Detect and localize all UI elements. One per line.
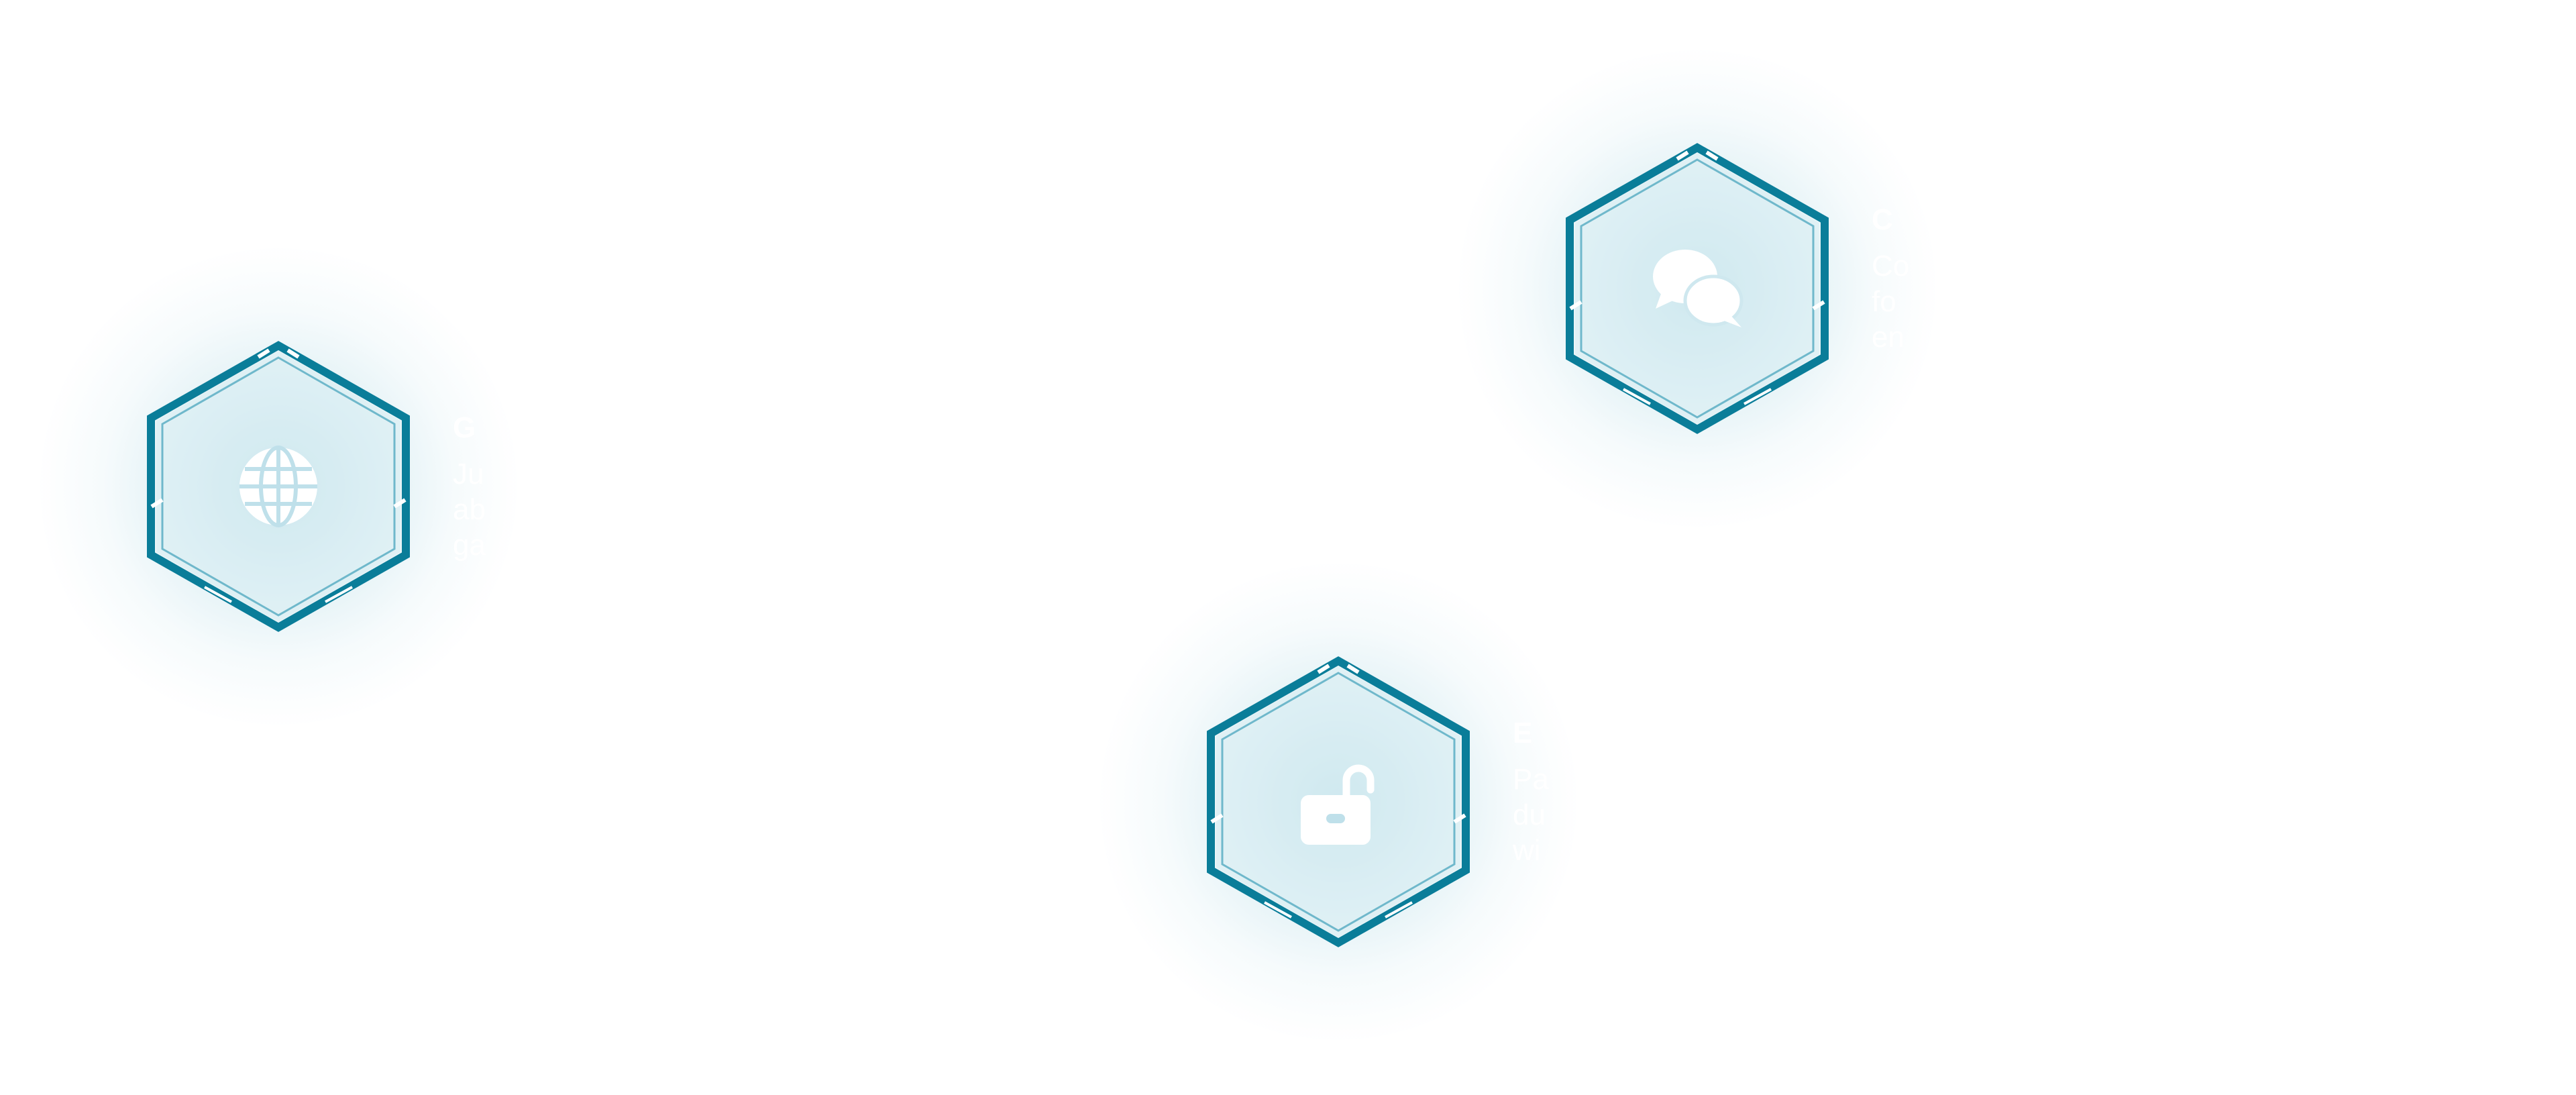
hex-badge-chat bbox=[1459, 50, 1935, 527]
hex-badge-globe bbox=[40, 248, 517, 725]
feature-description-line: wi bbox=[1513, 834, 1541, 867]
feature-description: Ju ab ga bbox=[453, 456, 1003, 563]
feature-text-globe: G Ju ab ga bbox=[453, 409, 1003, 563]
feature-description-line: du bbox=[1513, 798, 1546, 831]
feature-description-line: Pa bbox=[1513, 763, 1549, 796]
feature-title: E bbox=[1513, 717, 1534, 749]
feature-description-line: Ju bbox=[453, 458, 484, 490]
feature-description: Co fo en bbox=[1872, 248, 2422, 355]
chat-bubbles-icon bbox=[1653, 250, 1743, 327]
feature-description-line: fo bbox=[1872, 285, 1896, 318]
globe-icon bbox=[239, 446, 317, 527]
feature-text-unlock: E Pa du wi bbox=[1513, 715, 2063, 868]
feature-description: Pa du wi bbox=[1513, 762, 2063, 868]
feature-title: C bbox=[1872, 203, 1894, 236]
feature-description-line: en bbox=[1872, 321, 1904, 354]
feature-description-line: Co bbox=[1872, 250, 1910, 282]
unlocked-padlock-icon bbox=[1301, 764, 1375, 845]
feature-description-line: ga bbox=[453, 529, 486, 562]
hex-badge-unlock bbox=[1100, 564, 1576, 1040]
feature-title: G bbox=[453, 411, 478, 444]
feature-text-chat: C Co fo en bbox=[1872, 201, 2422, 355]
feature-description-line: ab bbox=[453, 493, 486, 526]
